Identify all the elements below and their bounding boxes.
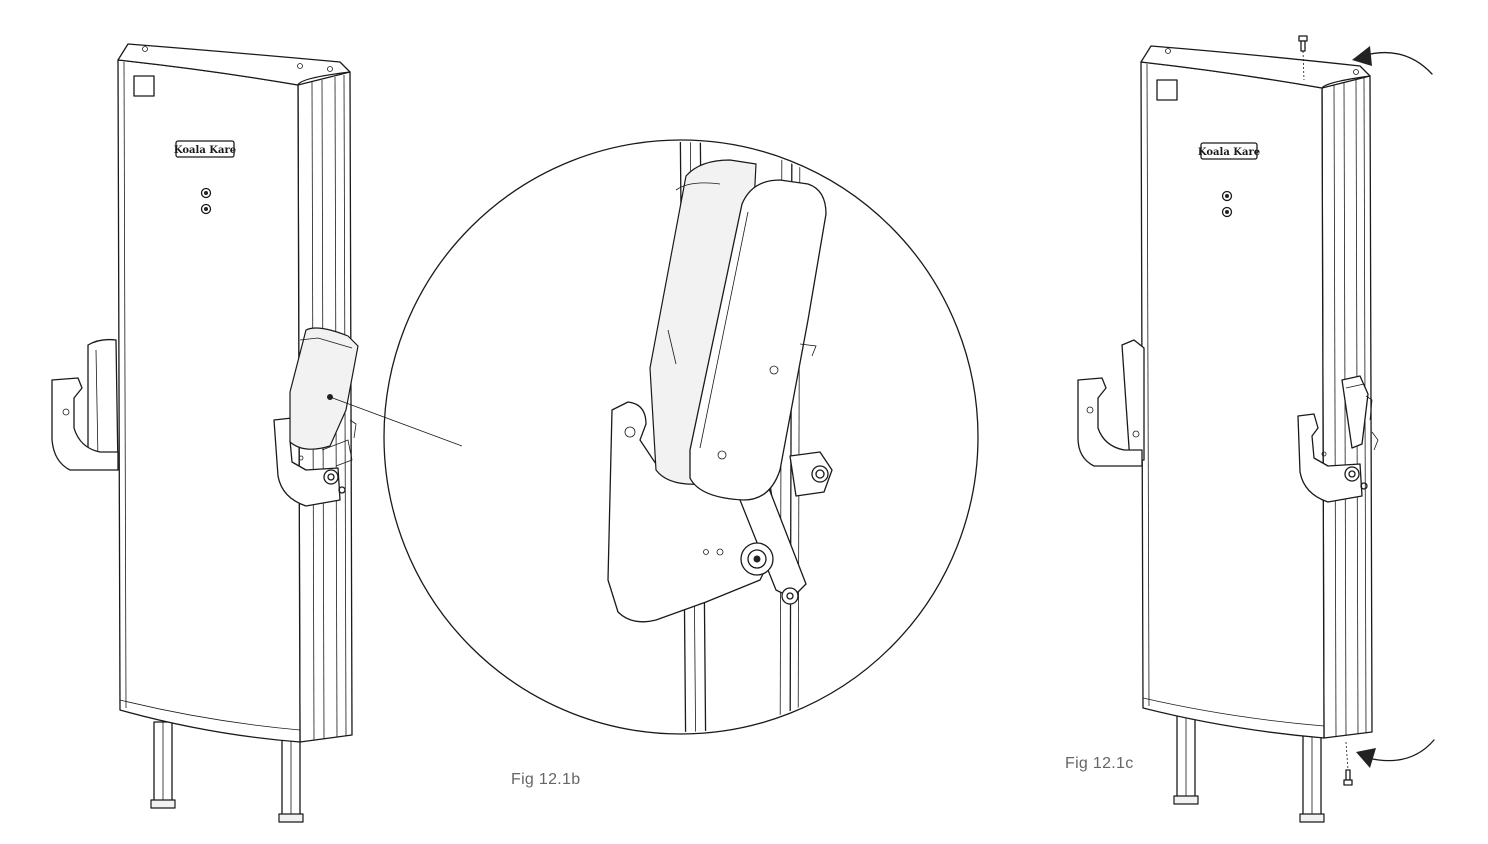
left-hook [1077, 339, 1145, 467]
front-panel [117, 59, 301, 743]
square-window [1156, 79, 1178, 101]
brand-label: Koala Kare [1198, 147, 1260, 158]
caption-fig-12-1b: Fig 12.1b [511, 771, 581, 788]
latch-assembly [273, 327, 359, 507]
leg-right [1299, 733, 1325, 823]
front-panel [1140, 61, 1325, 739]
detail-callout [329, 139, 979, 735]
top-cap [117, 43, 351, 86]
brand-plate: Koala Kare [174, 140, 236, 158]
top-screw [1298, 35, 1308, 81]
leg-left [150, 721, 176, 809]
latch-detail-view [607, 142, 833, 732]
brand-label: Koala Kare [174, 145, 236, 156]
left-hook-handle [51, 338, 119, 471]
panel-screws [1221, 190, 1233, 218]
square-window [133, 75, 155, 97]
top-cap [1140, 45, 1371, 89]
rotate-arrow-top-icon [1352, 46, 1433, 75]
latch-assembly [1297, 375, 1379, 503]
brand-plate: Koala Kare [1198, 142, 1260, 160]
bottom-screw [1343, 741, 1353, 786]
rotate-arrow-bottom-icon [1356, 739, 1435, 768]
leg-left [1173, 713, 1199, 805]
leg-right [278, 735, 304, 823]
wall-panel-unit-right: Koala Kare [1077, 35, 1435, 823]
caption-fig-12-1c: Fig 12.1c [1065, 755, 1134, 772]
panel-screws [200, 187, 212, 215]
wall-panel-unit-left: Koala Kare [51, 43, 359, 823]
magnifier-circle [383, 139, 979, 735]
